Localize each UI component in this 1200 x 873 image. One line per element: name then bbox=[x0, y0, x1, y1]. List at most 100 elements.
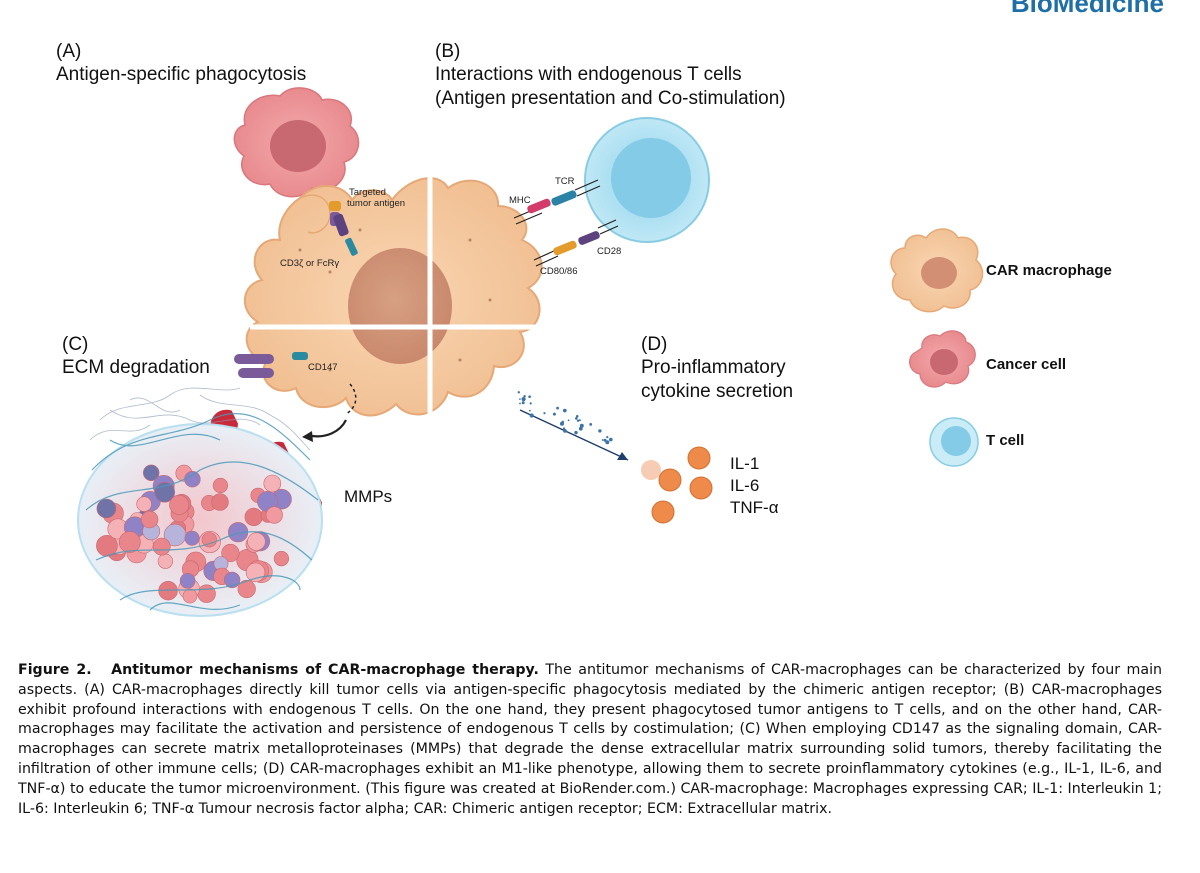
tumor-cell bbox=[223, 571, 241, 589]
cd147-label: CD147 bbox=[308, 362, 338, 373]
secretion-dot bbox=[601, 439, 604, 441]
cd80-cd28-complex bbox=[533, 219, 619, 267]
caption-label: Figure 2. bbox=[18, 662, 92, 678]
tumor-cell bbox=[184, 471, 201, 488]
mhc-label: MHC bbox=[509, 195, 531, 206]
secretion-dot bbox=[589, 423, 593, 426]
mmps-label: MMPs bbox=[344, 487, 393, 506]
tumor-cell bbox=[157, 553, 173, 569]
figure-caption: Figure 2. Antitumor mechanisms of CAR-ma… bbox=[18, 661, 1162, 841]
tumor-cell bbox=[136, 496, 152, 512]
tumor-cell bbox=[273, 550, 290, 567]
secretion-dot bbox=[563, 429, 567, 433]
secretion-dot bbox=[529, 409, 531, 412]
panel-c-title: ECM degradation bbox=[62, 357, 210, 378]
legend-tcell-label: T cell bbox=[986, 432, 1025, 449]
secretion-dot bbox=[579, 423, 584, 428]
panel-d-letter: (D) bbox=[641, 334, 668, 355]
secretion-dot bbox=[609, 437, 613, 442]
journal-brand: BioMedicine bbox=[1010, 0, 1164, 18]
secretion-dot bbox=[574, 430, 578, 435]
targeted-label-line1: Targeted bbox=[349, 187, 386, 198]
secretion-dot bbox=[519, 402, 521, 405]
secretion-dot bbox=[578, 419, 581, 422]
panel-a-letter: (A) bbox=[56, 41, 82, 62]
targeted-label-line2: tumor antigen bbox=[347, 198, 406, 209]
secretion-dot bbox=[567, 419, 570, 422]
tumor-cell bbox=[237, 579, 256, 599]
tumor-cell bbox=[244, 507, 263, 527]
cd28-label: CD28 bbox=[597, 246, 622, 257]
cancer-cell-icon bbox=[909, 330, 976, 388]
tumor-cell bbox=[211, 493, 229, 511]
tumor-cell bbox=[197, 584, 216, 603]
cytokine-label-tnf: TNF-α bbox=[730, 498, 779, 517]
tumor-cell bbox=[221, 543, 240, 563]
secretion-dot bbox=[575, 415, 579, 418]
secretion-dot bbox=[521, 397, 526, 402]
secretion-dot bbox=[521, 401, 525, 405]
secretion-dot bbox=[563, 408, 567, 413]
tumor-cell bbox=[265, 506, 283, 524]
dashed-arrow bbox=[345, 383, 357, 415]
secretion-dot bbox=[543, 412, 546, 415]
caption-title: Antitumor mechanisms of CAR-macrophage t… bbox=[111, 662, 539, 678]
secretion-dot bbox=[605, 440, 610, 445]
panel-d-title-line1: Pro-inflammatory bbox=[641, 357, 786, 378]
mmp-arrow bbox=[311, 419, 347, 438]
cd80-label: CD80/86 bbox=[540, 266, 578, 277]
t-cell-icon bbox=[929, 417, 979, 467]
secretion-dot bbox=[552, 412, 556, 416]
tcr-label: TCR bbox=[555, 176, 575, 187]
secretion-dot bbox=[523, 395, 526, 398]
tumor-cell bbox=[212, 477, 228, 494]
cancer-cell bbox=[233, 87, 360, 198]
tumor-cell bbox=[245, 562, 266, 583]
tumor-cell bbox=[143, 464, 160, 481]
secretion-dot bbox=[578, 426, 583, 431]
tumor-cell bbox=[140, 510, 159, 529]
cytokine-label-il1: IL-1 bbox=[730, 454, 760, 473]
tumor-cell bbox=[247, 532, 266, 551]
cd147-receptor bbox=[234, 352, 308, 378]
t-cell bbox=[584, 117, 710, 243]
secretion-dot bbox=[517, 391, 520, 394]
panel-d-title-line2: cytokine secretion bbox=[641, 381, 794, 402]
secretion-dot bbox=[606, 436, 609, 439]
legend-cancer-label: Cancer cell bbox=[986, 356, 1067, 373]
car-receptor bbox=[329, 201, 358, 256]
tumor-ecm bbox=[77, 387, 323, 617]
panel-b-letter: (B) bbox=[435, 41, 461, 62]
secretion-dot bbox=[556, 406, 559, 410]
tumor-cell bbox=[179, 572, 196, 589]
secretion-dot bbox=[561, 420, 564, 423]
caption-body: The antitumor mechanisms of CAR-macropha… bbox=[18, 662, 1162, 817]
panel-b-title-line1: Interactions with endogenous T cells bbox=[435, 64, 742, 85]
cytokine-arrow bbox=[517, 391, 629, 461]
macrophage-icon bbox=[890, 228, 984, 313]
secretion-dot bbox=[528, 395, 531, 399]
panel-c-letter: (C) bbox=[62, 334, 89, 355]
tumor-cell bbox=[201, 532, 217, 548]
secretion-dot bbox=[562, 427, 566, 430]
tumor-cell bbox=[169, 494, 190, 515]
secretion-dot bbox=[519, 398, 521, 400]
secretion-dot bbox=[529, 402, 532, 405]
tumor-cell bbox=[184, 530, 200, 546]
cytokine-label-il6: IL-6 bbox=[730, 476, 760, 495]
cytokine-molecules bbox=[641, 446, 713, 524]
tumor-cell bbox=[118, 531, 141, 554]
car-macrophage-cell bbox=[243, 177, 543, 417]
secretion-dot bbox=[575, 417, 578, 420]
tumor-cell bbox=[152, 537, 171, 556]
cd3-label: CD3ζ or FcRγ bbox=[280, 258, 340, 269]
secretion-dot bbox=[576, 419, 580, 422]
secretion-dot bbox=[598, 429, 602, 433]
tumor-cell bbox=[96, 498, 117, 519]
panel-b-title-line2: (Antigen presentation and Co-stimulation… bbox=[435, 88, 786, 109]
tumor-cell bbox=[263, 474, 282, 493]
tumor-cell bbox=[182, 588, 198, 604]
figure-illustration bbox=[77, 87, 984, 617]
panel-a-title: Antigen-specific phagocytosis bbox=[56, 64, 307, 85]
